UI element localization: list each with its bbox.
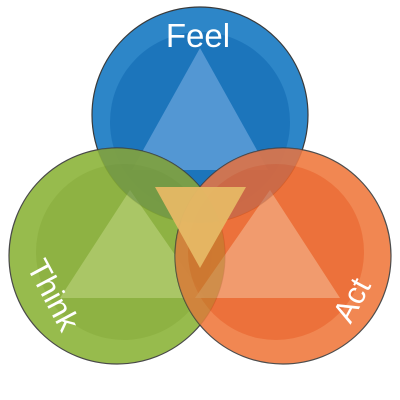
think-triangle — [60, 190, 205, 298]
act-triangle — [195, 190, 340, 298]
center-triangle — [155, 187, 246, 268]
feel-label: Feel — [166, 17, 230, 54]
feel-triangle — [132, 48, 268, 170]
